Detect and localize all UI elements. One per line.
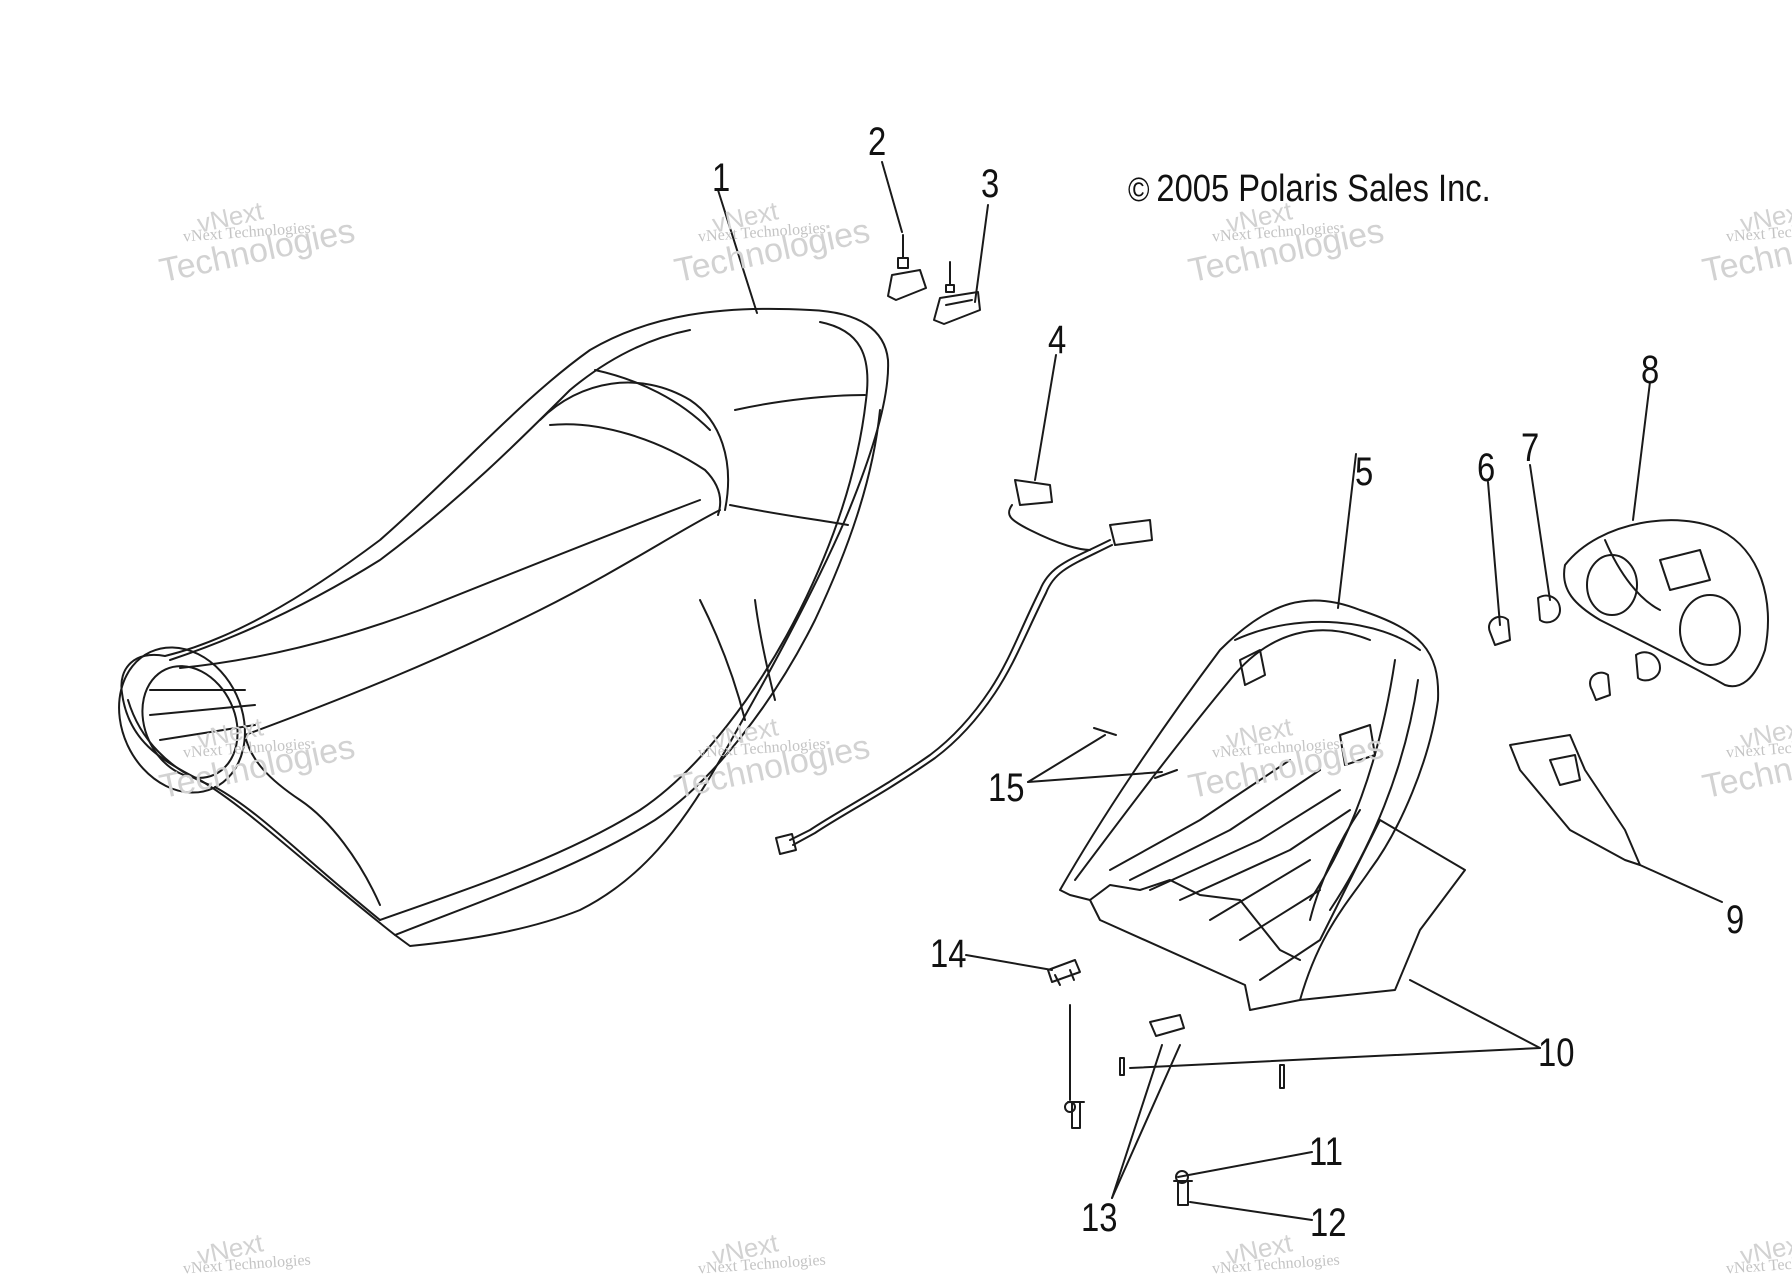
copyright-text: 2005 Polaris Sales Inc. — [1156, 168, 1491, 210]
seat-assembly — [118, 307, 890, 947]
small-hardware — [1047, 727, 1285, 1206]
copyright-symbol: © — [1128, 171, 1150, 209]
leader-lines — [717, 161, 1723, 1221]
callout-10: 10 — [1538, 1031, 1575, 1075]
callout-3: 3 — [981, 162, 1000, 206]
wiring-harness — [775, 479, 1153, 855]
callout-11: 11 — [1309, 1130, 1344, 1174]
callout-13: 13 — [1081, 1196, 1118, 1240]
callout-15: 15 — [988, 766, 1025, 810]
callout-4: 4 — [1048, 318, 1067, 362]
callout-5: 5 — [1355, 450, 1374, 494]
latch-hardware — [887, 234, 981, 325]
callout-6: 6 — [1477, 446, 1496, 490]
callout-2: 2 — [868, 120, 887, 164]
tail-cowl — [1059, 599, 1466, 1011]
callout-7: 7 — [1521, 426, 1540, 470]
taillight-assembly — [1488, 519, 1769, 866]
copyright-notice: ©2005 Polaris Sales Inc. — [1128, 168, 1491, 211]
callout-9: 9 — [1726, 898, 1745, 942]
callout-14: 14 — [930, 932, 967, 976]
callout-8: 8 — [1641, 348, 1660, 392]
callout-12: 12 — [1310, 1201, 1347, 1245]
callout-1: 1 — [712, 156, 731, 200]
